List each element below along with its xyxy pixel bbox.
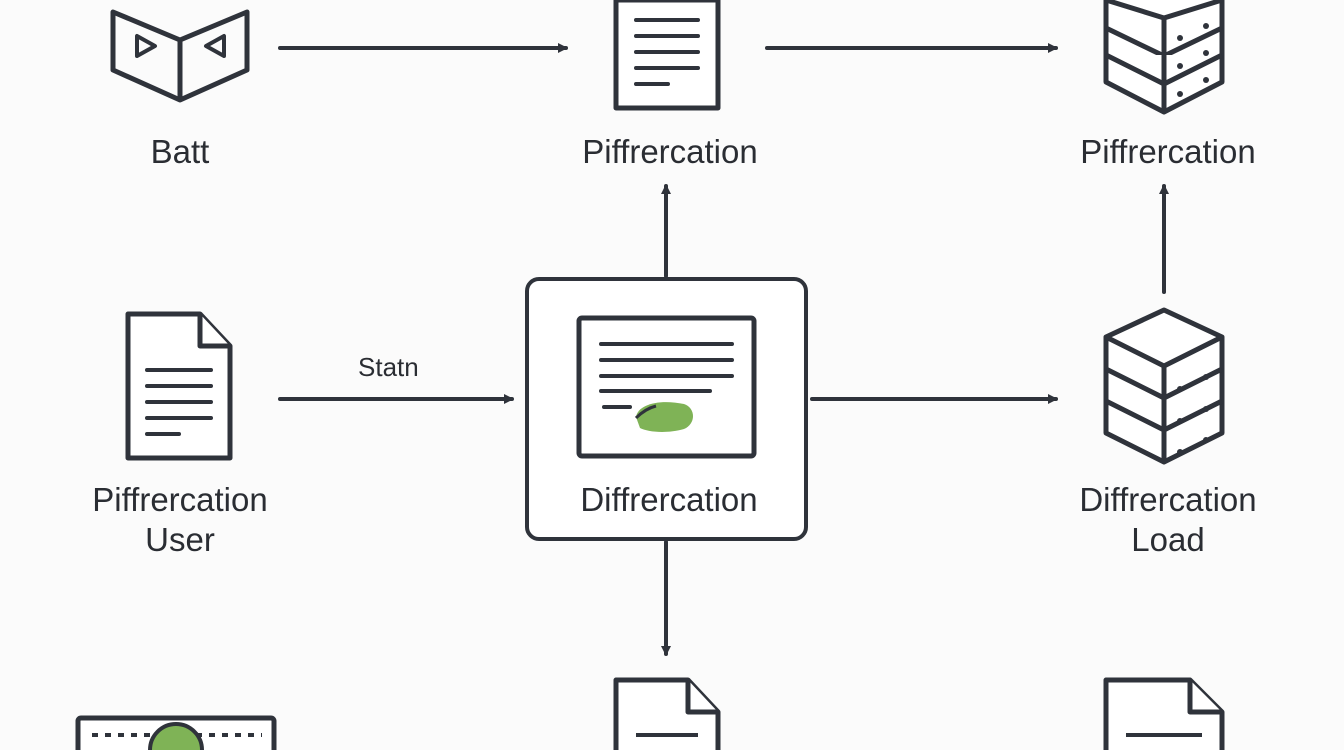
database-server-icon <box>1103 0 1225 115</box>
node-label-top-middle: Piffrercation <box>520 132 820 172</box>
edge-label-text: Statn <box>358 352 419 382</box>
node-label-middle-right: Diffrercation Load <box>1018 480 1318 560</box>
green-highlight-mark <box>636 402 693 432</box>
node-label-line2: Load <box>1131 521 1205 558</box>
money-bill-icon <box>75 715 277 750</box>
monitor-document-icon <box>576 315 757 459</box>
node-label-center: Diffrercation <box>519 480 819 520</box>
node-label-text: Batt <box>150 133 210 170</box>
node-label-line2: User <box>145 521 215 558</box>
node-label-text: Piffrercation <box>1080 133 1256 170</box>
document-icon <box>613 677 721 750</box>
edge-label-left-to-center: Statn <box>358 352 419 382</box>
document-icon <box>613 0 721 111</box>
document-icon <box>125 311 233 461</box>
node-label-line1: Piffrercation <box>92 481 268 518</box>
node-label-text: Diffrercation <box>580 481 758 518</box>
database-server-icon <box>1103 307 1225 465</box>
node-label-line1: Diffrercation <box>1079 481 1257 518</box>
open-book-icon <box>110 9 250 103</box>
node-label-text: Piffrercation <box>582 133 758 170</box>
node-label-batt: Batt <box>30 132 330 172</box>
document-icon <box>1103 677 1225 750</box>
node-label-middle-left: Piffrercation User <box>30 480 330 560</box>
node-label-top-right: Piffrercation <box>1018 132 1318 172</box>
